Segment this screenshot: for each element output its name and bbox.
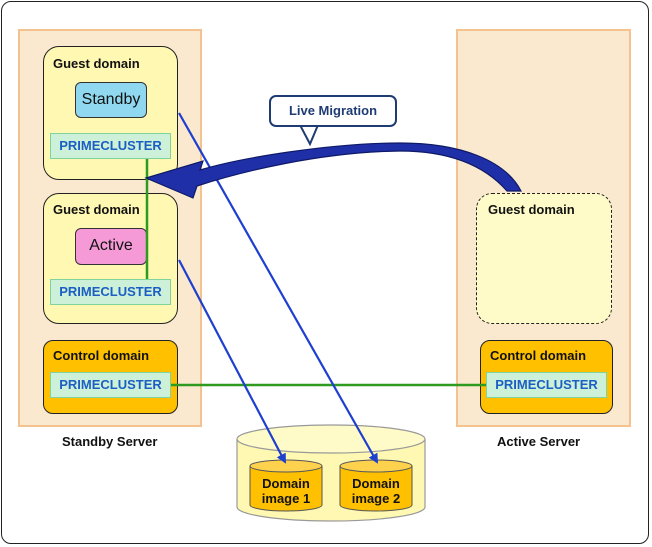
guest-domain-migrating [476, 193, 612, 324]
control-domain-right-title: Control domain [490, 348, 587, 363]
primecluster-standby-guest: PRIMECLUSTER [50, 133, 171, 159]
guest-domain-standby-title: Guest domain [53, 56, 140, 71]
guest-domain-migrating-title: Guest domain [488, 202, 575, 217]
primecluster-control-right: PRIMECLUSTER [486, 372, 607, 398]
live-migration-callout: Live Migration [269, 95, 397, 127]
domain-image-2-icon [339, 459, 413, 512]
domain-image-1-line2: image 1 [261, 491, 311, 506]
domain-image-2-label: Domain image 2 [340, 476, 412, 506]
control-domain-left-title: Control domain [53, 348, 150, 363]
guest-domain-active-title: Guest domain [53, 202, 140, 217]
active-state-box: Active [75, 228, 147, 265]
primecluster-active-guest: PRIMECLUSTER [50, 279, 171, 305]
domain-image-1-icon [249, 459, 323, 512]
live-migration-callout-pointer [299, 124, 319, 147]
domain-image-2-line2: image 2 [351, 491, 401, 506]
domain-image-1-line1: Domain [262, 476, 310, 491]
primecluster-control-left: PRIMECLUSTER [50, 372, 171, 398]
standby-server-caption: Standby Server [62, 434, 158, 449]
domain-image-2-line1: Domain [352, 476, 400, 491]
domain-image-1-label: Domain image 1 [250, 476, 322, 506]
image-1-access-arrow [178, 259, 286, 464]
active-server-caption: Active Server [497, 434, 581, 449]
standby-state-box: Standby [75, 82, 147, 118]
live-migration-arrow [144, 142, 522, 199]
